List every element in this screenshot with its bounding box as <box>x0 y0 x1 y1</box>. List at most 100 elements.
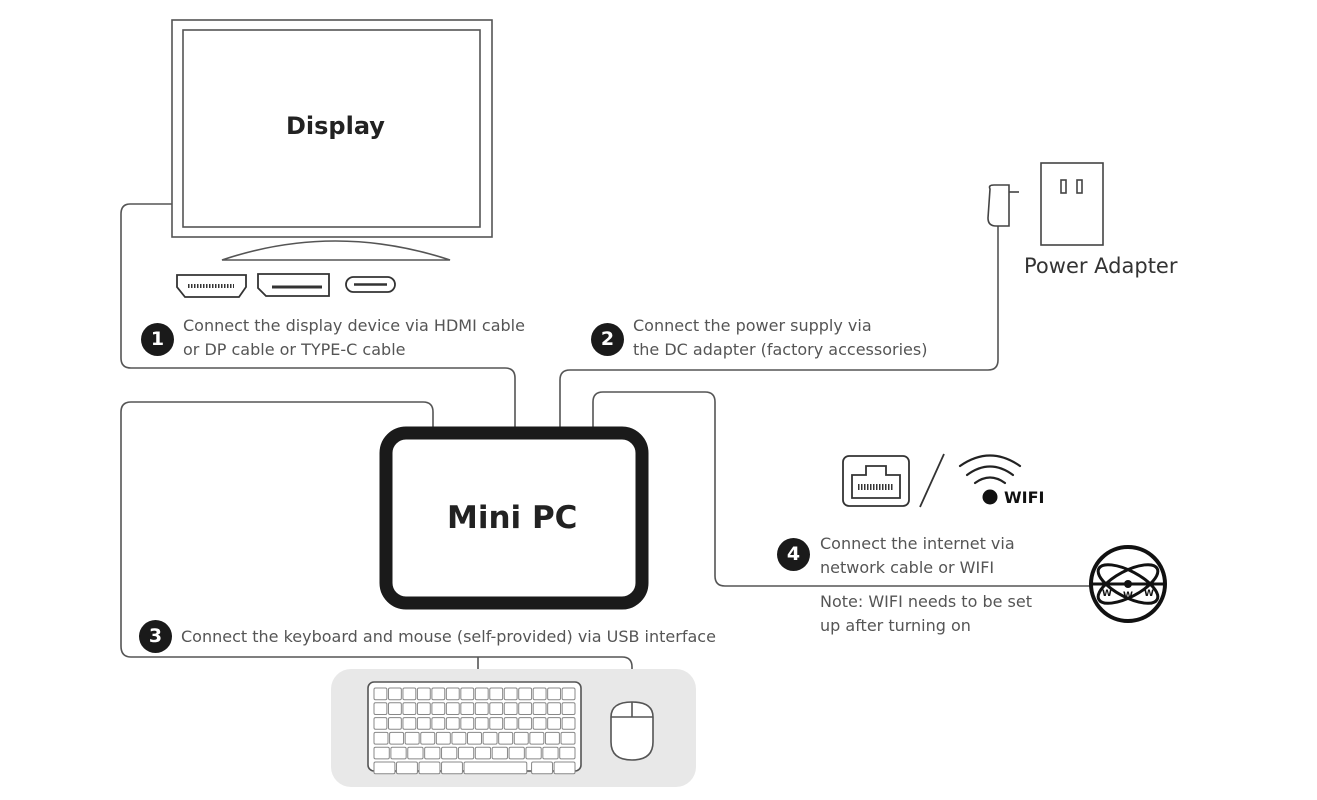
keyboard-key <box>547 702 562 715</box>
displayport-icon <box>257 273 330 297</box>
keyboard-key <box>441 746 458 760</box>
keyboard-key <box>407 746 424 760</box>
keyboard-key <box>460 717 475 730</box>
keyboard-key <box>445 717 460 730</box>
keyboard-key <box>390 746 407 760</box>
connection-cables <box>120 203 1092 702</box>
keyboard-key <box>561 717 576 730</box>
mouse-icon <box>610 701 654 761</box>
keyboard-key <box>531 761 553 775</box>
keyboard-key <box>489 717 504 730</box>
usb-left-cable <box>120 401 633 702</box>
keyboard-key <box>467 731 482 745</box>
keyboard-key <box>560 731 576 745</box>
monitor-icon <box>171 19 493 261</box>
keyboard-key <box>474 702 489 715</box>
power-cable <box>559 226 999 430</box>
keyboard-key <box>373 717 388 730</box>
step-1-line-2: or DP cable or TYPE-C cable <box>183 340 406 359</box>
keyboard-key <box>404 731 420 745</box>
keyboard-key <box>503 717 518 730</box>
globe-letter: W <box>1144 589 1154 599</box>
hdmi-port-icon <box>176 274 247 298</box>
keyboard-key <box>416 702 431 715</box>
keyboard-key <box>451 731 467 745</box>
keyboard-key <box>491 746 508 760</box>
keyboard-key <box>435 731 451 745</box>
globe-letter: W <box>1123 591 1133 601</box>
keyboard-key <box>518 717 533 730</box>
keyboard-key <box>373 687 388 701</box>
keyboard-key <box>559 746 576 760</box>
keyboard-key <box>489 702 504 715</box>
keyboard-key <box>547 717 562 730</box>
keyboard-key <box>474 746 492 760</box>
keyboard-key <box>418 761 441 775</box>
keyboard-key <box>532 702 547 715</box>
keyboard-key <box>457 746 475 760</box>
keyboard-key <box>532 687 547 701</box>
mini-pc-frame <box>379 426 649 610</box>
keyboard-key <box>561 702 576 715</box>
keyboard-key <box>416 687 431 701</box>
step-2-badge: 2 <box>591 323 624 356</box>
keyboard-key <box>482 731 498 745</box>
keyboard-key <box>396 761 418 775</box>
wall-socket-icon <box>1040 162 1104 246</box>
keyboard-key <box>513 731 529 745</box>
keyboard-key <box>373 746 390 760</box>
keyboard-key <box>445 687 460 701</box>
keyboard-key <box>373 761 396 775</box>
step-1-badge: 1 <box>141 323 174 356</box>
step-4-badge: 4 <box>777 538 810 571</box>
step-4-line-1: Connect the internet via <box>820 534 1015 553</box>
keyboard-key <box>431 687 446 701</box>
keyboard-key <box>420 731 436 745</box>
keyboard-key <box>508 746 525 760</box>
keyboard-key <box>402 717 417 730</box>
keyboard-key <box>402 702 417 715</box>
power-adapter-label: Power Adapter <box>1024 254 1178 278</box>
keyboard-key <box>416 717 431 730</box>
keyboard-key <box>460 687 475 701</box>
wifi-icon <box>958 454 1022 505</box>
wifi-note-line-1: Note: WIFI needs to be set <box>820 592 1032 611</box>
step-4-line-2: network cable or WIFI <box>820 558 995 577</box>
keyboard-key <box>460 702 475 715</box>
keyboard-key <box>503 687 518 701</box>
keyboard-key <box>553 761 576 775</box>
keyboard-key <box>498 731 514 745</box>
keyboard-key <box>445 702 460 715</box>
keyboard-icon <box>367 681 582 775</box>
keyboard-key <box>474 687 489 701</box>
ethernet-port-icon <box>842 455 910 507</box>
keyboard-key <box>503 702 518 715</box>
keyboard-key <box>463 761 528 775</box>
keyboard-key <box>373 702 388 715</box>
globe-letter: W <box>1102 589 1112 599</box>
keyboard-key <box>489 687 504 701</box>
display-label: Display <box>286 112 385 140</box>
keyboard-key <box>544 731 560 745</box>
divider-slash <box>919 453 945 508</box>
keyboard-key <box>373 731 389 745</box>
keyboard-key <box>402 687 417 701</box>
step-2-line-1: Connect the power supply via <box>633 316 872 335</box>
step-3-line-1: Connect the keyboard and mouse (self-pro… <box>181 627 716 646</box>
keyboard-key <box>529 731 545 745</box>
keyboard-key <box>387 702 402 715</box>
keyboard-key <box>389 731 405 745</box>
network-cable <box>592 391 1092 587</box>
keyboard-key <box>561 687 576 701</box>
dc-plug-icon <box>987 184 1019 227</box>
keyboard-key <box>431 702 446 715</box>
wifi-label: WIFI <box>1004 488 1045 507</box>
keyboard-key <box>387 687 402 701</box>
keyboard-key <box>431 717 446 730</box>
keyboard-key <box>547 687 562 701</box>
keyboard-key <box>424 746 441 760</box>
display-cable <box>120 203 516 430</box>
globe-www-icon: W W W <box>1089 545 1167 623</box>
keyboard-key <box>542 746 559 760</box>
